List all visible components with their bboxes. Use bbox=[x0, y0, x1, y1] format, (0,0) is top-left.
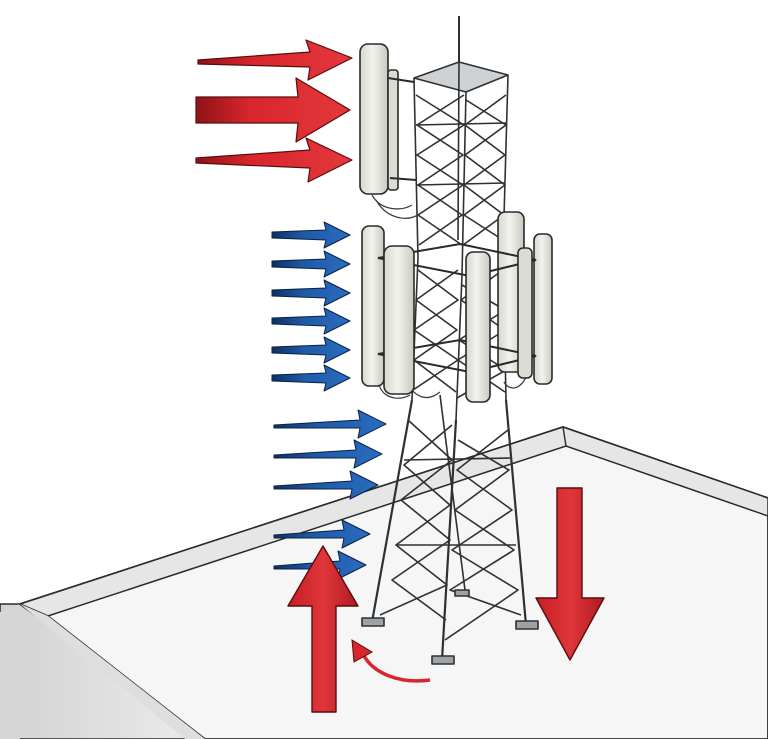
antenna-panel bbox=[359, 43, 389, 195]
wind-arrow-red-right bbox=[197, 39, 353, 81]
roof-left-face bbox=[0, 604, 20, 739]
antenna-panel bbox=[533, 233, 553, 385]
wind-arrow-blue-right bbox=[273, 519, 371, 549]
middle-wind-load-arrows bbox=[271, 221, 351, 392]
wind-arrow-blue-right bbox=[273, 470, 379, 500]
wind-arrow-red-right bbox=[195, 77, 351, 143]
antenna-panel bbox=[387, 69, 399, 191]
arrow-red-up bbox=[287, 545, 359, 713]
base-plate-front bbox=[431, 655, 455, 665]
antenna-panel bbox=[517, 247, 533, 379]
curved-arrow-red bbox=[360, 651, 431, 683]
tower-leg-left bbox=[370, 399, 414, 623]
wind-arrow-blue-right bbox=[273, 409, 387, 439]
base-plate-right bbox=[515, 620, 539, 630]
wind-arrow-blue-right bbox=[273, 439, 383, 469]
compression-arrow bbox=[535, 487, 605, 661]
base-plate-left bbox=[361, 617, 385, 627]
lower-antenna-sector bbox=[361, 211, 553, 403]
antenna-panel bbox=[361, 225, 385, 387]
antenna-mount-ring bbox=[377, 242, 537, 278]
wind-arrow-blue-right bbox=[271, 221, 351, 249]
upper-wind-load-arrows bbox=[195, 39, 353, 183]
tower-leg-right bbox=[504, 399, 528, 626]
overturning-moment-arrow bbox=[351, 639, 431, 683]
arrow-red-down bbox=[535, 487, 605, 661]
wind-arrow-red-right bbox=[195, 137, 353, 183]
uplift-arrow bbox=[287, 545, 359, 713]
wind-arrow-blue-right bbox=[271, 250, 351, 278]
roof-slab bbox=[0, 426, 768, 739]
antenna-panel bbox=[383, 245, 415, 395]
wind-arrow-blue-right bbox=[271, 336, 351, 364]
upper-antenna-sector bbox=[359, 43, 417, 195]
wind-arrow-blue-right bbox=[271, 279, 351, 307]
wind-arrow-blue-right bbox=[271, 364, 351, 392]
tower-top-cap bbox=[413, 61, 509, 93]
antenna-panel bbox=[465, 251, 491, 403]
wind-arrow-blue-right bbox=[271, 307, 351, 335]
